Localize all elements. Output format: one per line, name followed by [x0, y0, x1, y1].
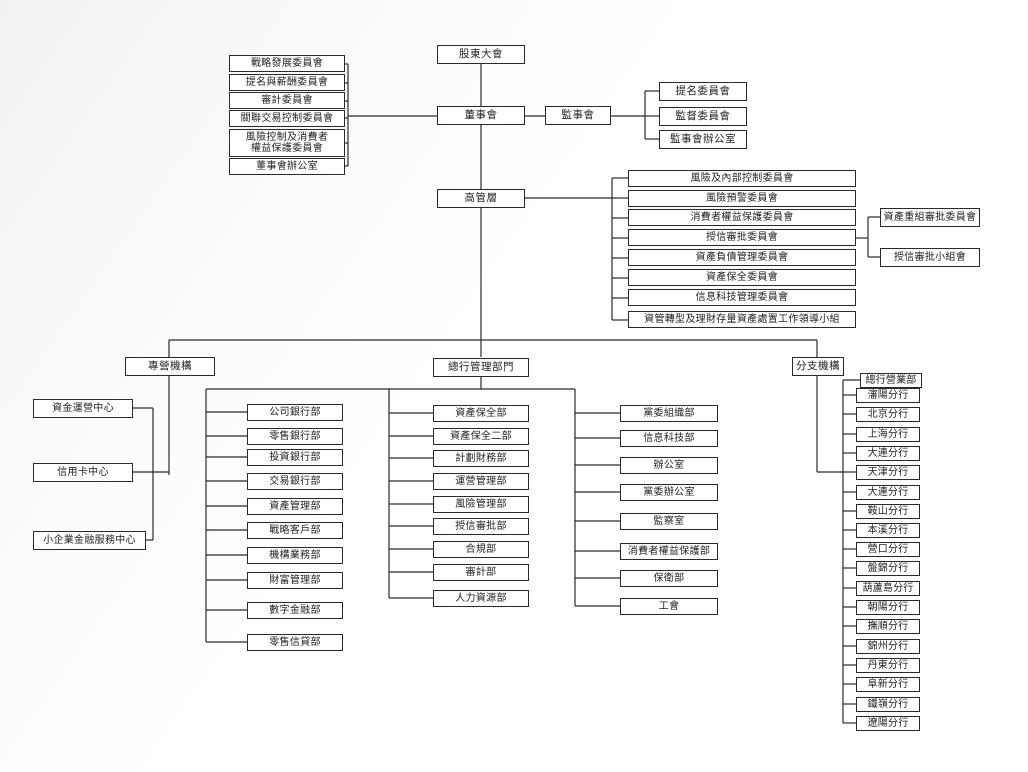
branch-item: 撫順分行	[856, 619, 920, 634]
dept-col1-item: 公司銀行部	[247, 404, 343, 421]
dept-col2-item: 審計部	[433, 564, 529, 581]
division-branches: 分支機構	[792, 357, 844, 376]
board-committee-nomination: 提名與薪酬委員會	[229, 74, 345, 91]
senior-management-box: 高管層	[437, 189, 525, 208]
mgmt-committee-consumer-protection: 消費者權益保護委員會	[628, 209, 856, 226]
dept-col2-item: 資產保全部	[433, 405, 529, 422]
supervisor-committee-nomination: 提名委員會	[659, 82, 747, 101]
dept-col1-item: 投資銀行部	[247, 449, 343, 466]
shareholders-meeting-box: 股東大會	[437, 45, 525, 64]
dept-col2-item: 合規部	[433, 541, 529, 558]
dept-col2-item: 計劃財務部	[433, 450, 529, 467]
dept-col3-item: 監察室	[620, 513, 718, 530]
mgmt-committee-risk-warning: 風險預警委員會	[628, 190, 856, 207]
board-of-directors-box: 董事會	[437, 106, 525, 125]
mgmt-committee-risk-internal-control: 風險及內部控制委員會	[628, 170, 856, 187]
dept-col3-item: 消費者權益保護部	[620, 543, 718, 560]
branch-item: 大連分行	[856, 446, 920, 461]
branch-item: 營口分行	[856, 542, 920, 557]
supervisor-committee-oversight: 監督委員會	[659, 107, 747, 126]
dept-col3-item: 信息科技部	[620, 430, 718, 447]
branch-item: 北京分行	[856, 407, 920, 422]
dept-col1-item: 交易銀行部	[247, 473, 343, 490]
mgmt-committee-asset-preservation: 資產保全委員會	[628, 269, 856, 286]
dept-col2-item: 資產保全二部	[433, 428, 529, 445]
dept-col1-item: 機構業務部	[247, 547, 343, 564]
dept-col3-item: 保衛部	[620, 570, 718, 587]
division-special-institutions: 專營機構	[125, 357, 215, 376]
dept-col1-item: 零售信貸部	[247, 634, 343, 651]
board-committee-audit: 審計委員會	[229, 92, 345, 109]
dept-col2-item: 運營管理部	[433, 473, 529, 490]
branch-item: 鞍山分行	[856, 504, 920, 519]
dept-col2-item: 授信審批部	[433, 518, 529, 535]
branch-item: 大連分行	[856, 485, 920, 500]
dept-col1-item: 戰略客戶部	[247, 522, 343, 539]
branch-item: 天津分行	[856, 465, 920, 480]
board-committee-risk-consumer: 風險控制及消費者 權益保護委員會	[229, 129, 345, 157]
mgmt-committee-credit-approval: 授信審批委員會	[628, 229, 856, 246]
branch-item: 上海分行	[856, 427, 920, 442]
branch-item: 阜新分行	[856, 677, 920, 692]
credit-subcommittee-approval-group: 授信審批小組會	[880, 248, 980, 267]
dept-col3-item: 工會	[620, 598, 718, 615]
division-head-office: 總行管理部門	[433, 358, 529, 377]
special-unit-credit-card: 信用卡中心	[33, 463, 133, 482]
mgmt-committee-wealth-transition: 資管轉型及理財存量資產處置工作領導小組	[628, 311, 856, 328]
dept-col1-item: 零售銀行部	[247, 428, 343, 445]
mgmt-committee-alm: 資產負債管理委員會	[628, 249, 856, 266]
branch-item: 總行營業部	[860, 373, 922, 388]
mgmt-committee-it: 信息科技管理委員會	[628, 289, 856, 306]
supervisor-committee-office: 監事會辦公室	[659, 130, 747, 149]
board-of-supervisors-box: 監事會	[545, 106, 611, 125]
branch-item: 丹東分行	[856, 658, 920, 673]
dept-col1-item: 資產管理部	[247, 498, 343, 515]
board-committee-office: 董事會辦公室	[229, 158, 345, 175]
branch-item: 本溪分行	[856, 523, 920, 538]
board-committee-strategy: 戰略發展委員會	[229, 55, 345, 72]
branch-item: 鐵嶺分行	[856, 697, 920, 712]
dept-col2-item: 風險管理部	[433, 496, 529, 513]
dept-col3-item: 黨委辦公室	[620, 484, 718, 501]
dept-col3-item: 辦公室	[620, 457, 718, 474]
dept-col1-item: 財富管理部	[247, 572, 343, 589]
dept-col2-item: 人力資源部	[433, 590, 529, 607]
branch-item: 朝陽分行	[856, 600, 920, 615]
dept-col3-item: 黨委組織部	[620, 405, 718, 422]
special-unit-treasury: 資金運營中心	[33, 399, 133, 418]
dept-col1-item: 數字金融部	[247, 602, 343, 619]
credit-subcommittee-restructuring: 資產重組審批委員會	[880, 208, 980, 227]
branch-item: 瀋陽分行	[856, 388, 920, 403]
branch-item: 遼陽分行	[856, 716, 920, 731]
branch-item: 錦州分行	[856, 639, 920, 654]
branch-item: 葫蘆島分行	[856, 581, 920, 596]
board-committee-related-party: 關聯交易控制委員會	[229, 110, 345, 127]
branch-item: 盤錦分行	[856, 561, 920, 576]
special-unit-small-business: 小企業金融服務中心	[33, 531, 146, 550]
